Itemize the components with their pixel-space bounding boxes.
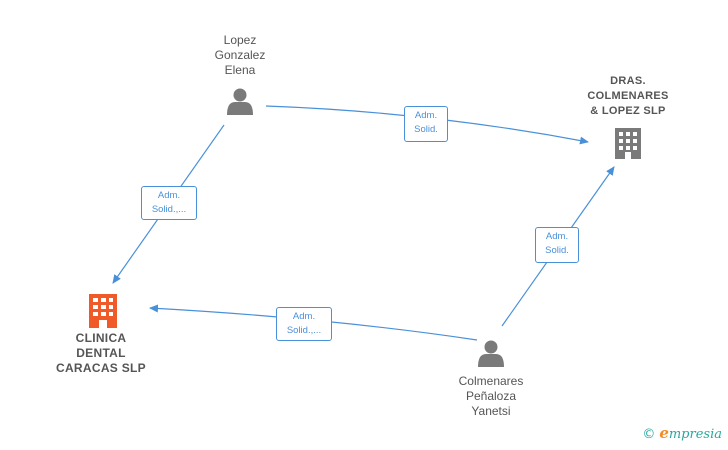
node-label-lopez-gonzalez-elena[interactable]: Lopez Gonzalez Elena: [214, 33, 266, 77]
edge-label-lopez-to-dras[interactable]: Adm. Solid.: [404, 106, 448, 142]
edge-label-colmenares-to-clinica[interactable]: Adm. Solid.,...: [276, 307, 332, 341]
empresia-logo: ©empresia: [642, 424, 722, 442]
building-icon[interactable]: [89, 294, 117, 328]
brand-name: mpresia: [668, 427, 722, 442]
copyright-symbol: ©: [642, 427, 656, 442]
brand-initial: e: [659, 424, 669, 442]
node-label-clinica-dental-caracas[interactable]: CLINICA DENTAL CARACAS SLP: [56, 331, 146, 375]
edge-label-lopez-to-clinica[interactable]: Adm. Solid.,...: [141, 186, 197, 220]
node-label-colmenares-penaloza-yanetsi[interactable]: Colmenares Peñaloza Yanetsi: [458, 374, 524, 418]
building-icon[interactable]: [615, 128, 641, 159]
person-icon[interactable]: [227, 88, 253, 116]
node-label-dras-colmenares-lopez[interactable]: DRAS. COLMENARES & LOPEZ SLP: [587, 75, 669, 117]
person-icon[interactable]: [478, 340, 504, 368]
edge-label-colmenares-to-dras[interactable]: Adm. Solid.: [535, 227, 579, 263]
